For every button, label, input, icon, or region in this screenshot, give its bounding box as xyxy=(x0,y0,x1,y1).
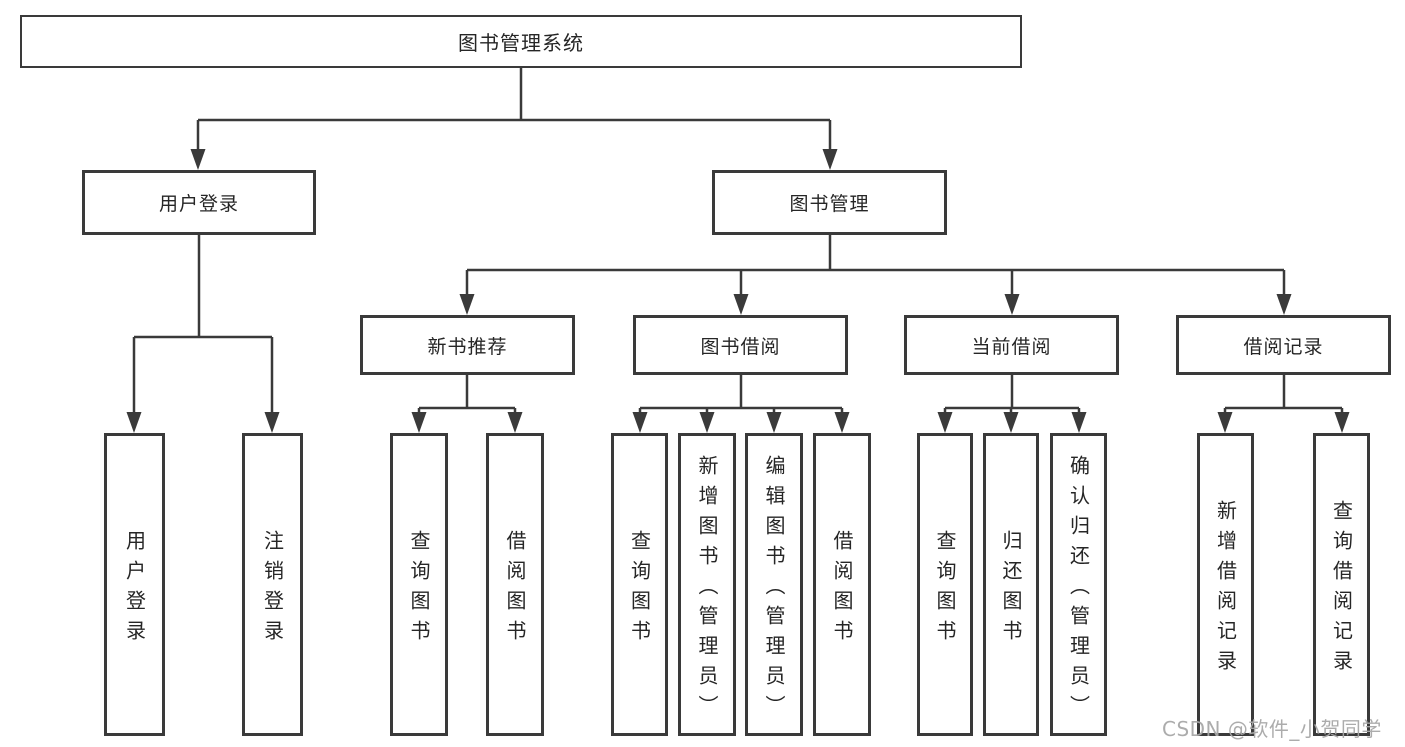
leaf-user-login: 用户登录 xyxy=(104,433,165,736)
node-label: 新书推荐 xyxy=(427,335,508,358)
node-label: 用户登录 xyxy=(158,193,239,215)
leaf-borrow-books-recommend: 借阅图书 xyxy=(486,433,544,736)
node-label: 图书借阅 xyxy=(700,335,781,358)
leaf-label: 借阅图书 xyxy=(503,529,527,650)
leaf-add-books-admin: 新增图书（管理员） xyxy=(678,433,736,736)
node-book-borrowing: 图书借阅 xyxy=(633,315,848,375)
leaf-edit-books-admin: 编辑图书（管理员） xyxy=(745,433,803,736)
leaf-label: 查询图书 xyxy=(933,529,957,650)
node-new-book-recommend: 新书推荐 xyxy=(360,315,575,375)
node-label: 当前借阅 xyxy=(971,335,1052,358)
node-label: 借阅记录 xyxy=(1243,335,1324,358)
node-user-login-branch: 用户登录 xyxy=(82,170,316,235)
leaf-query-books-recommend: 查询图书 xyxy=(390,433,448,736)
leaf-label: 注销登录 xyxy=(260,529,285,650)
leaf-label: 查询借阅记录 xyxy=(1329,499,1354,680)
leaf-confirm-return-admin: 确认归还（管理员） xyxy=(1050,433,1107,736)
leaf-label: 用户登录 xyxy=(122,529,147,650)
node-root-label: 图书管理系统 xyxy=(458,31,584,55)
leaf-label: 查询图书 xyxy=(627,529,652,650)
arrowheads xyxy=(126,149,1350,433)
leaf-query-books-current: 查询图书 xyxy=(917,433,973,736)
leaf-label: 借阅图书 xyxy=(830,529,854,650)
leaf-label: 归还图书 xyxy=(999,529,1023,650)
node-label: 图书管理 xyxy=(789,193,870,215)
leaf-return-books: 归还图书 xyxy=(983,433,1039,736)
node-root-library-system: 图书管理系统 xyxy=(20,15,1022,68)
leaf-label: 编辑图书（管理员） xyxy=(762,454,786,725)
leaf-label: 新增借阅记录 xyxy=(1213,499,1238,680)
leaf-label: 新增图书（管理员） xyxy=(695,454,719,725)
csdn-watermark: CSDN @软件_小贺同学 xyxy=(1162,717,1382,741)
leaf-borrow-books: 借阅图书 xyxy=(813,433,871,736)
leaf-query-borrow-record: 查询借阅记录 xyxy=(1313,433,1370,736)
leaf-label: 确认归还（管理员） xyxy=(1066,454,1091,725)
node-book-management: 图书管理 xyxy=(712,170,947,235)
leaf-logout: 注销登录 xyxy=(242,433,303,736)
leaf-query-books-borrowing: 查询图书 xyxy=(611,433,668,736)
node-borrowing-records: 借阅记录 xyxy=(1176,315,1391,375)
node-current-borrowing: 当前借阅 xyxy=(904,315,1119,375)
leaf-label: 查询图书 xyxy=(407,529,431,650)
leaf-add-borrow-record: 新增借阅记录 xyxy=(1197,433,1254,736)
